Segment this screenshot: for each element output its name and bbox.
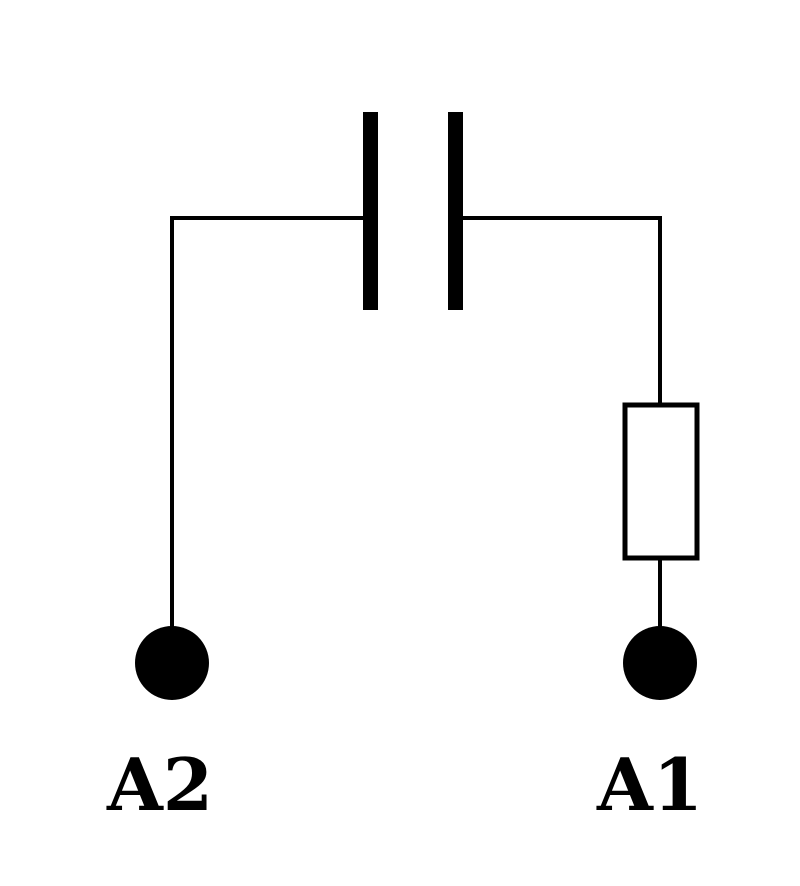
resistor: [622, 402, 700, 561]
terminal-a1-label: A1: [596, 742, 703, 827]
wire-left: [170, 216, 364, 640]
terminal-a2-dot: [135, 626, 209, 700]
wire-right-top: [462, 216, 662, 405]
terminal-a1-dot: [623, 626, 697, 700]
capacitor-plate-right: [448, 112, 463, 310]
capacitor-plate-left: [363, 112, 378, 310]
terminal-a2-label: A2: [106, 742, 213, 827]
